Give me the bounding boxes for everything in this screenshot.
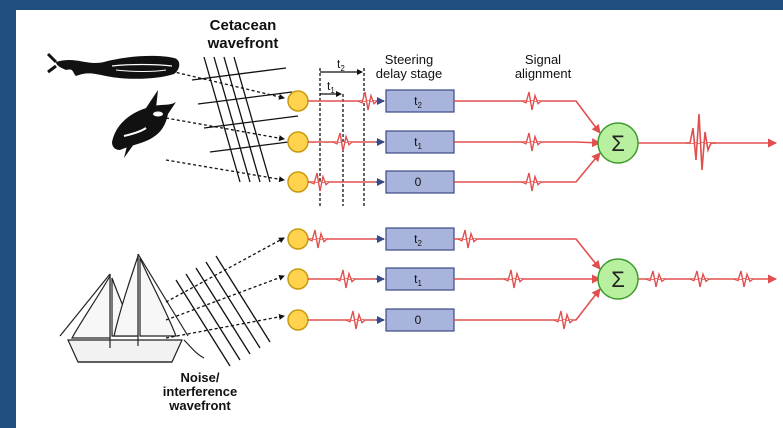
bottom-output-pulse-3: [733, 270, 754, 288]
svg-text:t2: t2: [337, 57, 345, 73]
t2-bracket-base: t: [337, 57, 341, 71]
bottom-sum-symbol: Σ: [611, 267, 625, 292]
bottom-delay-base-1: t: [414, 232, 418, 246]
diagram-panel: Cetacean wavefront Steering delay stage …: [16, 10, 783, 428]
svg-text:t1: t1: [327, 79, 335, 95]
top-pulse-3-1: [309, 172, 330, 192]
t1-bracket-base: t: [327, 79, 331, 93]
top-sensor-3: [287, 171, 309, 193]
top-sum-node: Σ: [597, 122, 639, 164]
bottom-pulse-1-2: [457, 229, 478, 249]
bottom-sum-node: Σ: [597, 258, 639, 300]
signal-label-line2: alignment: [515, 66, 572, 81]
noise-title-line3: wavefront: [168, 398, 231, 413]
cetacean-wavefront: [191, 56, 305, 183]
t1-bracket-sub: 1: [330, 86, 335, 95]
top-row-3: 0: [287, 152, 601, 194]
top-pulse-1-2: [521, 91, 542, 111]
bottom-sensor-1: [287, 228, 309, 250]
top-sensor-2: [287, 131, 309, 153]
cetacean-rays: [165, 69, 285, 183]
top-line-out-3: [454, 152, 601, 183]
bottom-pulse-3-2: [553, 310, 574, 330]
top-line-out-2: [454, 138, 601, 148]
bottom-row-2: t1: [287, 267, 601, 291]
signal-label-line1: Signal: [525, 52, 561, 67]
top-sensor-1: [287, 90, 309, 112]
steering-label-line2: delay stage: [376, 66, 443, 81]
top-delay-base-3: 0: [415, 175, 422, 189]
top-delay-label-1: t2: [414, 94, 422, 110]
t2-bracket-sub: 2: [340, 64, 345, 73]
bottom-line-out-1: [454, 238, 601, 270]
bottom-delay-sub-1: 2: [417, 239, 422, 248]
noise-rays: [165, 237, 285, 339]
bottom-delay-label-3: 0: [415, 313, 422, 327]
top-pulse-3-2: [521, 172, 542, 192]
top-delay-base-1: t: [414, 94, 418, 108]
bottom-row-1: t2: [287, 227, 601, 270]
bottom-row-3: 0: [287, 288, 601, 332]
bottom-sensor-2: [287, 268, 309, 290]
noise-title-line1: Noise/: [180, 370, 219, 385]
bottom-delay-label-1: t2: [414, 232, 422, 248]
orca-icon: [112, 90, 176, 158]
cetacean-title-line1: Cetacean: [210, 17, 277, 34]
noise-title-line2: interference: [163, 384, 237, 399]
bottom-sensor-3: [287, 309, 309, 331]
cetacean-title-line2: wavefront: [207, 35, 279, 52]
top-line-out-1: [454, 100, 601, 134]
top-delay-base-2: t: [414, 135, 418, 149]
bottom-output-pulse-2: [689, 270, 710, 288]
bottom-delay-base-2: t: [414, 272, 418, 286]
bottom-delay-label-2: t1: [414, 272, 422, 288]
bottom-pulse-1-1: [307, 229, 328, 249]
top-delay-label-2: t1: [414, 135, 422, 151]
noise-wavefront: [175, 255, 271, 367]
sailing-ship-icon: [59, 253, 205, 363]
top-pulse-2-1: [332, 132, 353, 152]
top-sum-symbol: Σ: [611, 131, 625, 156]
sperm-whale-icon: [46, 52, 180, 79]
top-pulse-1-1: [357, 91, 378, 111]
steering-label-line1: Steering: [385, 52, 433, 67]
bottom-delay-sub-2: 1: [417, 279, 422, 288]
bottom-line-out-3: [454, 288, 601, 321]
top-pulse-2-2: [521, 132, 542, 152]
top-row-2: t1: [287, 130, 601, 154]
beamforming-diagram: Cetacean wavefront Steering delay stage …: [46, 17, 777, 413]
top-delay-label-3: 0: [415, 175, 422, 189]
bottom-output-pulse-1: [645, 270, 666, 288]
top-delay-sub-2: 1: [417, 142, 422, 151]
top-output-pulse: [686, 113, 716, 171]
bottom-pulse-2-2: [503, 269, 524, 289]
top-row-1: t2: [287, 89, 601, 134]
bottom-pulse-2-1: [335, 269, 356, 289]
top-delay-sub-1: 2: [417, 101, 422, 110]
bottom-pulse-3-1: [345, 310, 366, 330]
bottom-delay-base-3: 0: [415, 313, 422, 327]
